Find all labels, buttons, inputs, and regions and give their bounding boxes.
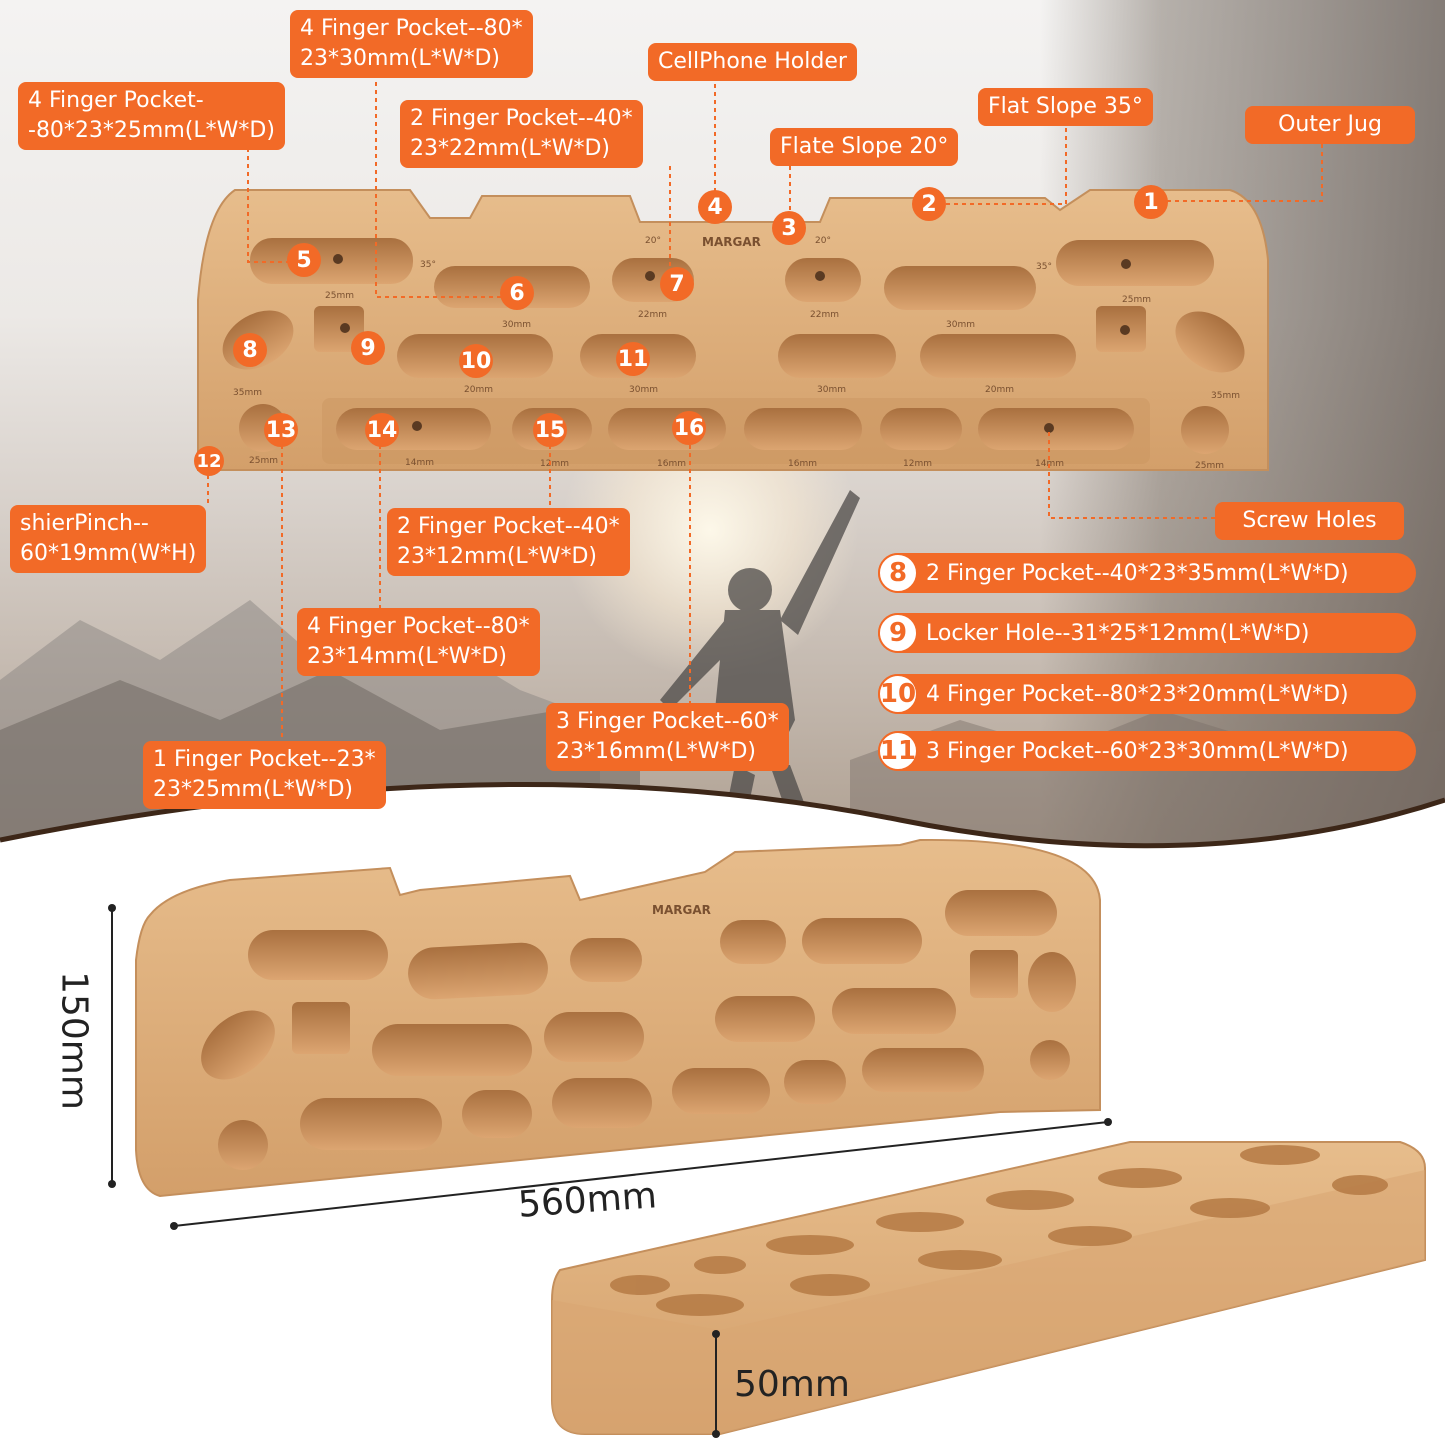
badge-9: 9 xyxy=(351,331,385,365)
mark-12b: 12mm xyxy=(903,459,932,469)
label-1-finger-pocket-23-25: 1 Finger Pocket--23*23*25mm(L*W*D) xyxy=(143,741,386,809)
badge-1: 1 xyxy=(1134,185,1168,219)
mark-30d: 30mm xyxy=(817,385,846,395)
mark-30c: 30mm xyxy=(629,385,658,395)
dimension-depth: 50mm xyxy=(734,1364,850,1405)
badge-8: 8 xyxy=(233,333,267,367)
mark-25a: 25mm xyxy=(325,291,354,301)
spec-item-10: 10 4 Finger Pocket--80*23*20mm(L*W*D) xyxy=(878,674,1416,714)
mark-25c: 25mm xyxy=(249,456,278,466)
label-2-finger-pocket-40-22: 2 Finger Pocket--40*23*22mm(L*W*D) xyxy=(400,100,643,168)
spec-number: 10 xyxy=(878,674,918,714)
spec-text: Locker Hole--31*25*12mm(L*W*D) xyxy=(926,620,1310,646)
badge-3: 3 xyxy=(772,211,806,245)
badge-4: 4 xyxy=(698,190,732,224)
brand-logo-front: MARGAR xyxy=(702,235,761,249)
spec-text: 4 Finger Pocket--80*23*20mm(L*W*D) xyxy=(926,681,1349,707)
label-4-finger-pocket-80-25: 4 Finger Pocket--80*23*25mm(L*W*D) xyxy=(18,82,285,150)
mark-22a: 22mm xyxy=(638,310,667,320)
badge-13: 13 xyxy=(264,413,298,447)
badge-2: 2 xyxy=(912,187,946,221)
spec-item-8: 8 2 Finger Pocket--40*23*35mm(L*W*D) xyxy=(878,553,1416,593)
dimension-height: 150mm xyxy=(53,971,95,1110)
badge-7: 7 xyxy=(660,267,694,301)
badge-11: 11 xyxy=(616,342,650,376)
brand-logo-perspective: MARGAR xyxy=(652,903,711,917)
label-shier-pinch: shierPinch--60*19mm(W*H) xyxy=(10,505,207,573)
mark-20b: 20° xyxy=(815,236,831,246)
label-outer-jug: Outer Jug xyxy=(1245,106,1415,144)
label-3-finger-pocket-60-16: 3 Finger Pocket--60*23*16mm(L*W*D) xyxy=(546,703,789,771)
mark-14a: 14mm xyxy=(405,458,434,468)
spec-item-9: 9 Locker Hole--31*25*12mm(L*W*D) xyxy=(878,613,1416,653)
spec-item-11: 11 3 Finger Pocket--60*23*30mm(L*W*D) xyxy=(878,731,1416,771)
spec-number: 8 xyxy=(878,553,918,593)
mark-35c: 35mm xyxy=(233,388,262,398)
badge-15: 15 xyxy=(533,413,567,447)
mark-25d: 25mm xyxy=(1195,461,1224,471)
label-flat-slope-35: Flat Slope 35° xyxy=(978,88,1153,126)
spec-number: 11 xyxy=(878,731,918,771)
badge-14: 14 xyxy=(365,413,399,447)
mark-25b: 25mm xyxy=(1122,295,1151,305)
label-2-finger-pocket-40-12: 2 Finger Pocket--40*23*12mm(L*W*D) xyxy=(387,508,630,576)
mark-16b: 16mm xyxy=(788,459,817,469)
spec-number: 9 xyxy=(878,613,918,653)
mark-30a: 30mm xyxy=(502,320,531,330)
badge-6: 6 xyxy=(500,276,534,310)
badge-12: 12 xyxy=(194,446,224,476)
label-flate-slope-20: Flate Slope 20° xyxy=(770,128,959,166)
badge-16: 16 xyxy=(672,411,706,445)
mark-16a: 16mm xyxy=(657,459,686,469)
mark-20c: 20mm xyxy=(464,385,493,395)
label-screw-holes: Screw Holes xyxy=(1215,502,1404,540)
mark-20d: 20mm xyxy=(985,385,1014,395)
mark-35d: 35mm xyxy=(1211,391,1240,401)
label-4-finger-pocket-80-30: 4 Finger Pocket--80*23*30mm(L*W*D) xyxy=(290,10,533,78)
mark-35a: 35° xyxy=(420,260,436,270)
mark-20a: 20° xyxy=(645,236,661,246)
mark-12a: 12mm xyxy=(540,459,569,469)
label-cellphone-holder: CellPhone Holder xyxy=(648,43,857,81)
badge-5: 5 xyxy=(287,243,321,277)
spec-text: 2 Finger Pocket--40*23*35mm(L*W*D) xyxy=(926,560,1349,586)
mark-22b: 22mm xyxy=(810,310,839,320)
mark-35b: 35° xyxy=(1036,262,1052,272)
label-4-finger-pocket-80-14: 4 Finger Pocket--80*23*14mm(L*W*D) xyxy=(297,608,540,676)
spec-text: 3 Finger Pocket--60*23*30mm(L*W*D) xyxy=(926,738,1349,764)
mark-30b: 30mm xyxy=(946,320,975,330)
badge-10: 10 xyxy=(459,344,493,378)
